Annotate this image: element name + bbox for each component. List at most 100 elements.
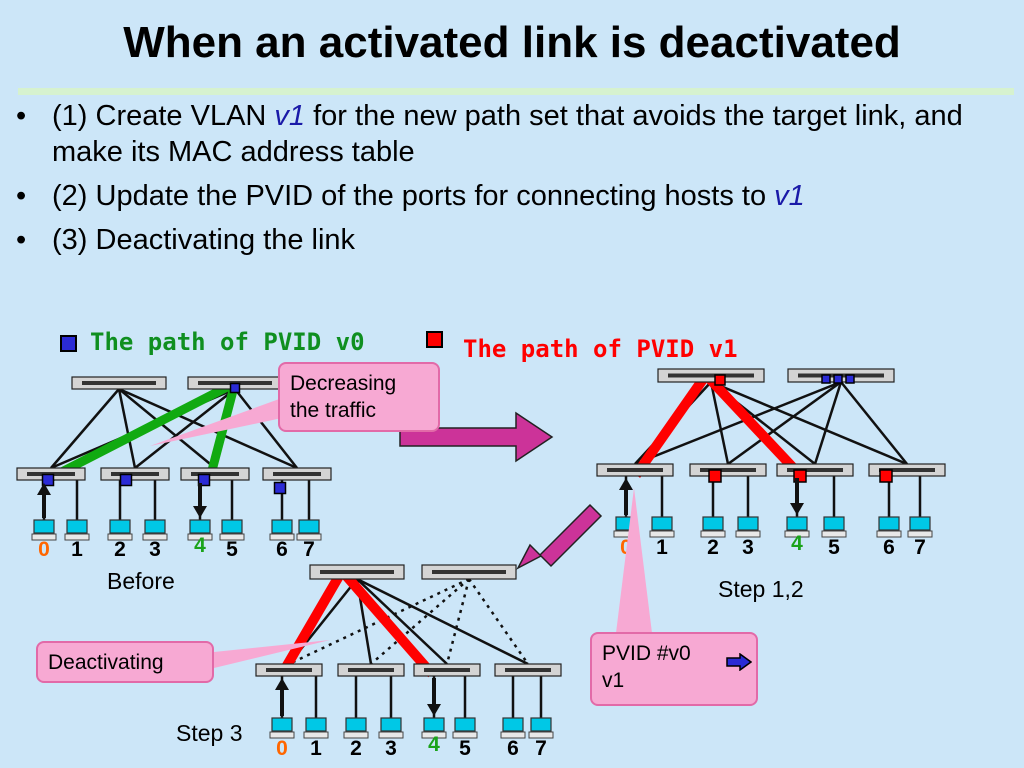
before-host-number: 3 <box>149 538 161 561</box>
deactivating-callout-pointer <box>214 640 330 668</box>
before-host-number: 7 <box>303 538 315 561</box>
before-host-base <box>219 533 245 541</box>
title-underline <box>18 88 1014 95</box>
step3-host-number: 2 <box>350 737 362 760</box>
step12-host-base <box>784 530 810 538</box>
step12-host-base <box>735 530 761 538</box>
bullet-1-vlan: v1 <box>274 100 306 132</box>
step3-link <box>356 578 448 665</box>
callout-decreasing-traffic: Decreasing the traffic <box>278 362 440 432</box>
step12-link <box>634 380 842 466</box>
step12-edge-switch-ports <box>700 468 756 472</box>
step3-edge-switch-ports <box>266 668 312 672</box>
step12-host-number: 6 <box>883 536 895 559</box>
step12-link <box>709 381 730 465</box>
step3-host-screen <box>380 717 402 732</box>
pvid-line-2: v1 <box>602 669 625 692</box>
step12-edge-switch-ports <box>607 468 663 472</box>
step3-host-screen <box>271 717 293 732</box>
before-host-number: 1 <box>71 538 83 561</box>
step3-host-screen <box>305 717 327 732</box>
step12-highlight-path <box>631 372 711 478</box>
before-edge-switch-ports <box>273 472 321 476</box>
step12-link <box>727 380 842 466</box>
before-edge-switch-ports <box>111 472 159 476</box>
step3-host-number: 1 <box>310 737 322 760</box>
legend-v0-label: The path of PVID v0 <box>90 328 365 356</box>
step12-host-number: 1 <box>656 536 668 559</box>
bullet-item-3: • (3) Deactivating the link <box>14 222 1004 258</box>
before-link <box>117 388 137 469</box>
before-core-switch-ports <box>82 381 156 385</box>
step12-host-screen <box>823 516 845 531</box>
before-host-number: 2 <box>114 538 126 561</box>
step12-pvid-marker <box>708 469 722 483</box>
before-pvid-marker <box>119 473 133 487</box>
step3-edge-switch-ports <box>505 668 551 672</box>
before-host-screen <box>271 519 293 534</box>
bullet-dot: • <box>16 100 27 132</box>
step3-host-screen <box>345 717 367 732</box>
step12-host-number: 4 <box>791 532 803 555</box>
step3-host-screen <box>530 717 552 732</box>
before-pvid-marker <box>197 473 211 487</box>
step3-host-base <box>528 731 554 739</box>
step12-host-base <box>907 530 933 538</box>
before-dest-arrow-head <box>193 506 207 518</box>
step12-host-number: 0 <box>620 536 632 559</box>
step12-host-base <box>876 530 902 538</box>
step12-host-base <box>649 530 675 538</box>
step12-host-screen <box>909 516 931 531</box>
step12-link <box>813 381 843 465</box>
step3-host-number: 3 <box>385 737 397 760</box>
step12-dest-arrow-head <box>790 503 804 515</box>
before-pvid-marker <box>41 473 55 487</box>
step12-pvid-marker <box>714 374 726 386</box>
before-host-screen <box>221 519 243 534</box>
step3-host-screen <box>502 717 524 732</box>
step3-core-switch-ports <box>432 570 506 574</box>
step3-host-base <box>421 731 447 739</box>
callout-deactivating: Deactivating <box>36 641 214 683</box>
blue-arrow-icon <box>726 651 753 678</box>
before-host-number: 6 <box>276 538 288 561</box>
before-host-screen <box>66 519 88 534</box>
before-source-arrow-head <box>37 483 51 495</box>
label-before: Before <box>107 568 175 594</box>
step3-highlight-path <box>338 567 436 678</box>
step12-host-number: 2 <box>707 536 719 559</box>
step3-edge-switch-ports <box>348 668 394 672</box>
step12-pvid-marker <box>845 374 855 384</box>
bullet-2-vlan: v1 <box>774 180 805 212</box>
bullet-1-suffix: for the new path set that avoids the tar… <box>52 100 963 168</box>
pvid-callout-pointer <box>616 488 652 633</box>
bullet-1-prefix: (1) Create VLAN <box>52 100 275 132</box>
step12-highlight-path <box>702 371 804 479</box>
before-host-screen <box>109 519 131 534</box>
step3-source-arrow-head <box>275 678 289 690</box>
step12-host-screen <box>878 516 900 531</box>
bullet-dot: • <box>16 224 27 256</box>
step12-pvid-marker <box>879 469 893 483</box>
label-step12: Step 1,2 <box>718 576 804 602</box>
before-host-base <box>269 533 295 541</box>
legend-v1-label: The path of PVID v1 <box>463 335 738 363</box>
step12-host-number: 7 <box>914 536 926 559</box>
step3-core-switch-ports <box>320 570 394 574</box>
step3-host-base <box>378 731 404 739</box>
step3-dest-arrow-head <box>427 704 441 716</box>
before-host-base <box>31 533 57 541</box>
step3-link <box>445 578 471 665</box>
step3-host-number: 4 <box>428 733 440 756</box>
diagonal-block-arrow <box>516 503 603 570</box>
slide-title: When an activated link is deactivated <box>123 18 901 67</box>
step3-edge-switch-ports <box>424 668 470 672</box>
before-pvid-marker <box>273 481 287 495</box>
step12-pvid-marker <box>833 374 843 384</box>
step3-host-number: 7 <box>535 737 547 760</box>
step12-host-screen <box>651 516 673 531</box>
before-link <box>234 388 298 469</box>
step3-host-base <box>269 731 295 739</box>
step12-source-arrow-head <box>619 478 633 490</box>
